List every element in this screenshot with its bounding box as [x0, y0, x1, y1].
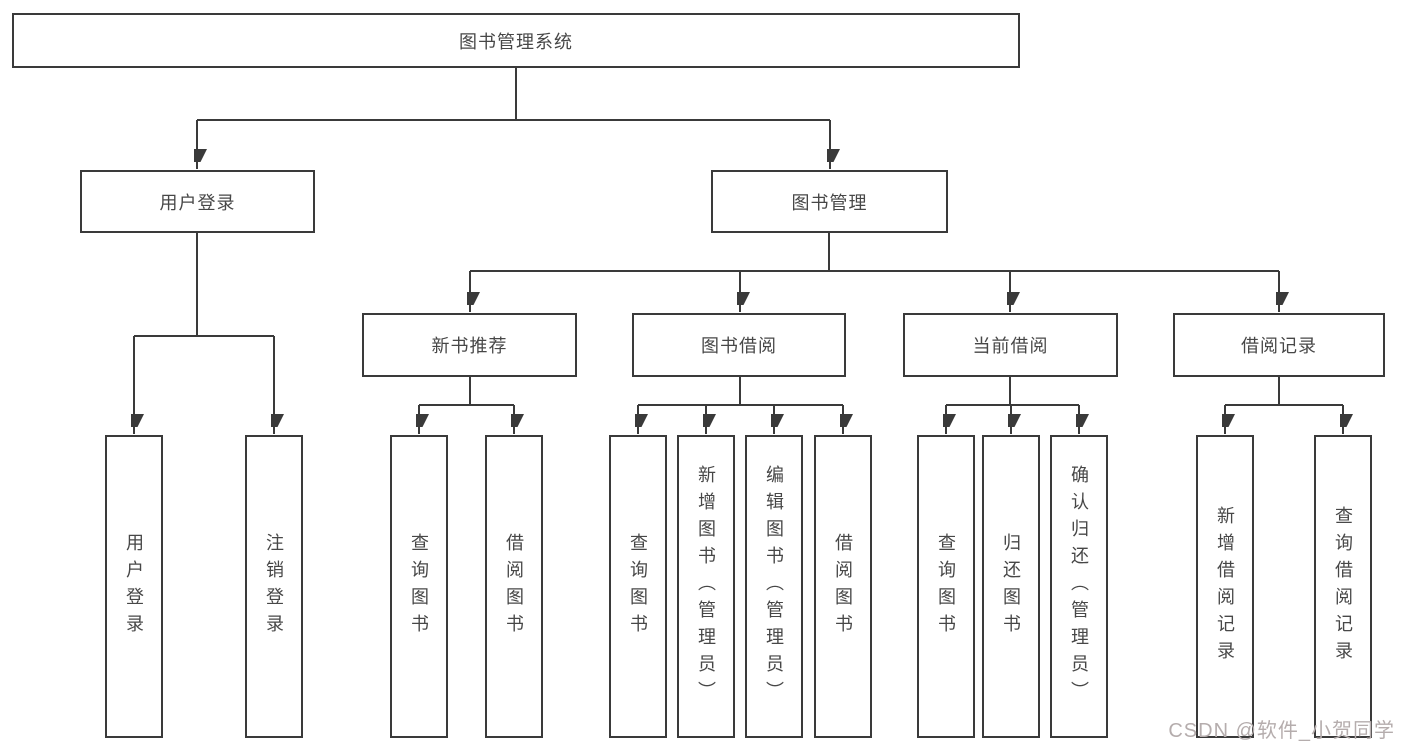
leaf-add-borrow-record: 新增借阅记录 — [1196, 435, 1254, 738]
leaf-logout: 注销登录 — [245, 435, 303, 738]
node-borrowing-records: 借阅记录 — [1173, 313, 1385, 377]
leaf-add-books-admin: 新增图书（管理员） — [677, 435, 735, 738]
leaf-return-books: 归还图书 — [982, 435, 1040, 738]
node-user-login: 用户登录 — [80, 170, 315, 233]
node-library-system: 图书管理系统 — [12, 13, 1020, 68]
node-book-borrowing: 图书借阅 — [632, 313, 846, 377]
leaf-query-books-borrowing: 查询图书 — [609, 435, 667, 738]
leaf-edit-books-admin: 编辑图书（管理员） — [745, 435, 803, 738]
leaf-borrow-books: 借阅图书 — [814, 435, 872, 738]
leaf-query-borrow-record: 查询借阅记录 — [1314, 435, 1372, 738]
node-new-book-recommend: 新书推荐 — [362, 313, 577, 377]
leaf-confirm-return-admin: 确认归还（管理员） — [1050, 435, 1108, 738]
leaf-query-books-recommend: 查询图书 — [390, 435, 448, 738]
leaf-query-books-current: 查询图书 — [917, 435, 975, 738]
leaf-user-login: 用户登录 — [105, 435, 163, 738]
node-current-borrowing: 当前借阅 — [903, 313, 1118, 377]
node-book-management: 图书管理 — [711, 170, 948, 233]
leaf-borrow-books-recommend: 借阅图书 — [485, 435, 543, 738]
